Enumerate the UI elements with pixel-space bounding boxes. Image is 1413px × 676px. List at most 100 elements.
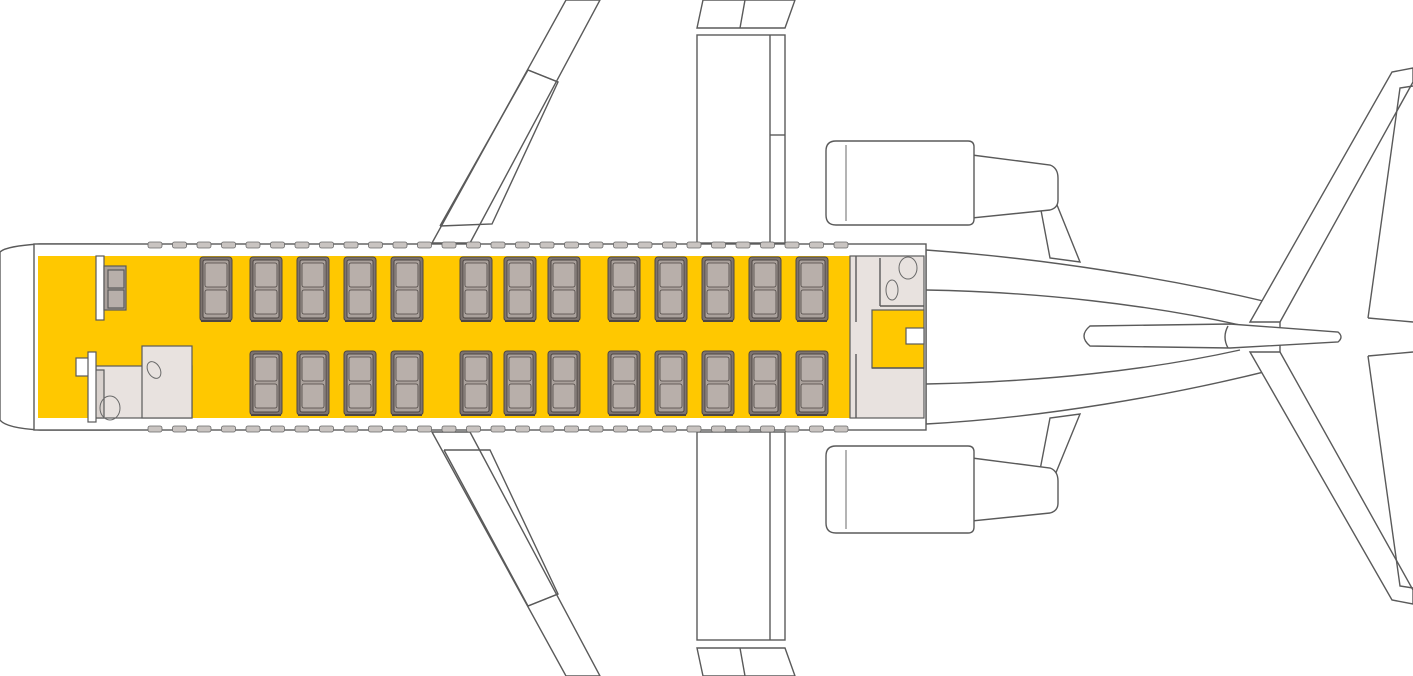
seat[interactable] [701,256,735,322]
seat[interactable] [547,256,581,322]
window [613,241,628,249]
seat[interactable] [390,256,424,322]
window [809,241,824,249]
window [343,425,359,433]
window [564,425,579,433]
seat[interactable] [503,350,537,416]
window [172,425,187,433]
seat[interactable] [654,256,688,322]
window [417,425,432,433]
forward-galley [75,345,193,423]
window [490,425,506,433]
upper-engine [825,140,1059,226]
forward-closet [95,255,127,321]
window [662,425,677,433]
window [833,241,849,249]
window [221,241,236,249]
window [147,425,163,433]
windows-top [147,241,849,249]
seat[interactable] [503,256,537,322]
seat[interactable] [547,350,581,416]
window [686,241,702,249]
seat[interactable] [607,256,641,322]
window [319,241,334,249]
window [319,425,334,433]
seat[interactable] [343,350,377,416]
window [833,425,849,433]
window [539,425,555,433]
seat[interactable] [296,256,330,322]
seat[interactable] [748,350,782,416]
window [735,425,751,433]
seat[interactable] [607,350,641,416]
cabin-area [38,256,850,418]
window [588,425,604,433]
window [784,425,800,433]
windows-bottom [147,425,849,433]
window [417,241,432,249]
lower-engine-pylon [1039,413,1082,476]
vertical-fin [1083,323,1342,349]
window [466,425,481,433]
window [172,241,187,249]
seat[interactable] [249,256,283,322]
upper-pylon-structure [696,0,796,244]
seat[interactable] [199,256,233,322]
lower-pylon-structure [696,431,796,676]
aft-lavatory-galley [849,255,925,419]
window [270,425,285,433]
window [686,425,702,433]
window [588,241,604,249]
window [735,241,751,249]
lower-engine [825,445,1059,534]
seat[interactable] [296,350,330,416]
window [539,241,555,249]
window [711,241,726,249]
window [441,241,457,249]
lower-horizontal-stabilizer [1248,351,1413,605]
window [245,241,261,249]
seat[interactable] [459,350,493,416]
seat-row-lower [249,350,829,416]
window [637,241,653,249]
window [760,425,775,433]
window [196,241,212,249]
window [441,425,457,433]
window [368,241,383,249]
lower-wing [430,431,601,676]
window [343,241,359,249]
window [760,241,775,249]
seat[interactable] [343,256,377,322]
window [147,241,163,249]
seat-row-upper [199,256,829,322]
window [392,425,408,433]
seat[interactable] [795,350,829,416]
window [392,241,408,249]
window [637,425,653,433]
window [294,425,310,433]
window [711,425,726,433]
window [490,241,506,249]
seat[interactable] [795,256,829,322]
window [466,241,481,249]
upper-wing [430,0,601,244]
window [784,241,800,249]
window [809,425,824,433]
seat[interactable] [748,256,782,322]
seat[interactable] [701,350,735,416]
window [564,241,579,249]
upper-horizontal-stabilizer [1248,67,1413,323]
window [270,241,285,249]
window [515,241,530,249]
window [368,425,383,433]
window [221,425,236,433]
seat[interactable] [654,350,688,416]
window [294,241,310,249]
window [515,425,530,433]
seat[interactable] [390,350,424,416]
seat[interactable] [249,350,283,416]
window [196,425,212,433]
seat[interactable] [459,256,493,322]
